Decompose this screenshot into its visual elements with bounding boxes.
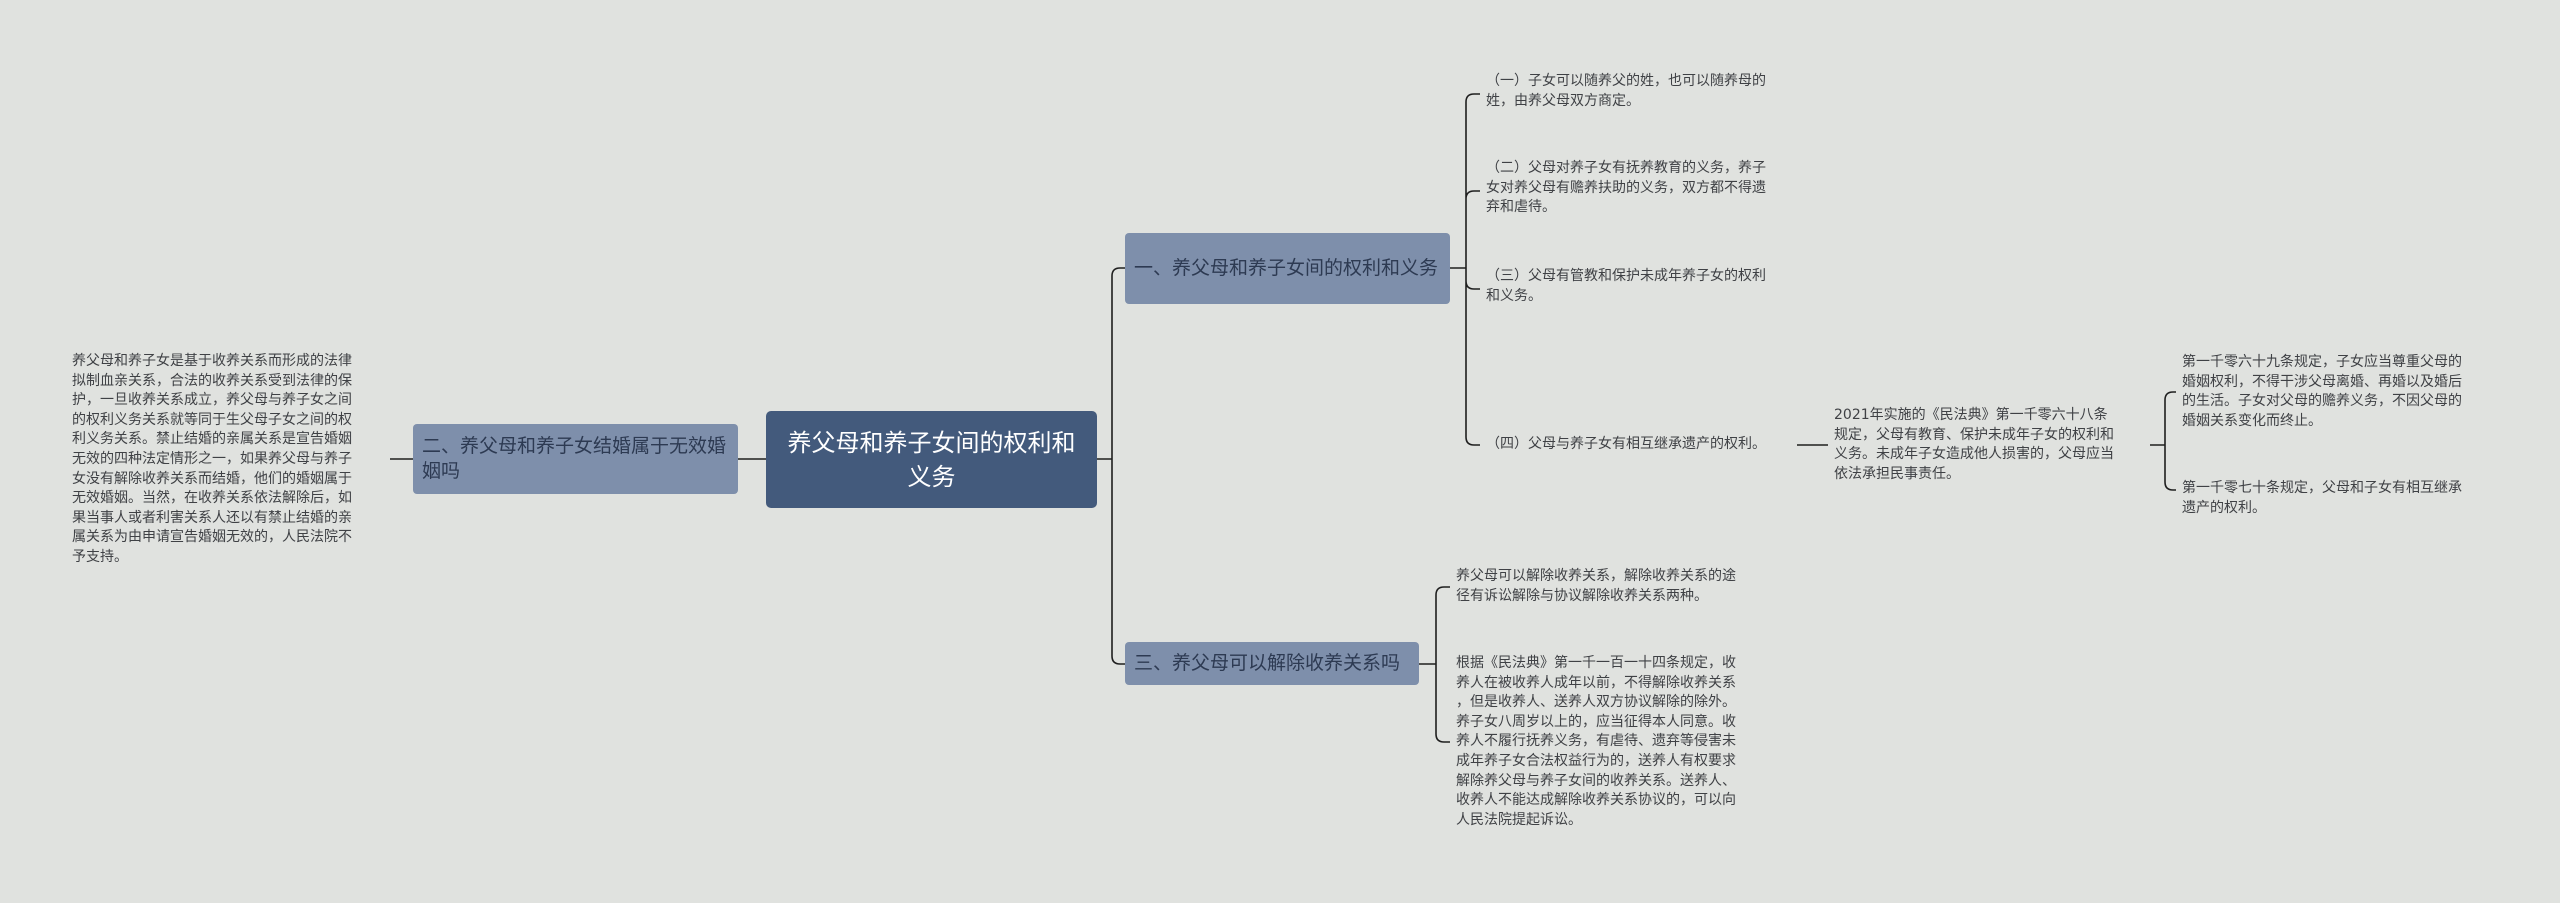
link-rights-items: [1450, 93, 1480, 446]
branch-invalid-marriage-label: 二、养父母和养子女结婚属于无效婚姻吗: [422, 435, 727, 482]
root-topic-label: 养父母和养子女间的权利和义务: [787, 428, 1076, 491]
leaf-invalid-marriage-detail: 养父母和养子女是基于收养关系而形成的法律 拟制血亲关系，合法的收养关系受到法律的…: [72, 353, 352, 565]
leaf-inheritance: （四）父母与养子女有相互继承遗产的权利。: [1486, 436, 1766, 452]
link-root-right: [1097, 267, 1125, 665]
leaf-article-1070: 第一千零七十条规定，父母和子女有相互继承 遗产的权利。: [2182, 480, 2462, 516]
leaf-surname: （一）子女可以随养父的姓，也可以随养母的 姓，由养父母双方商定。: [1486, 73, 1766, 109]
branch-rights-duties-label: 一、养父母和养子女间的权利和义务: [1134, 257, 1439, 279]
root-topic[interactable]: 养父母和养子女间的权利和义务: [766, 411, 1097, 508]
branch-rights-duties[interactable]: 一、养父母和养子女间的权利和义务: [1125, 233, 1450, 304]
leaf-dissolve-methods: 养父母可以解除收养关系，解除收养关系的途 径有诉讼解除与协议解除收养关系两种。: [1456, 568, 1736, 604]
leaf-civil-code-1068: 2021年实施的《民法典》第一千零六十八条 规定，父母有教育、保护未成年子女的权…: [1834, 407, 2114, 482]
branch-dissolve-adoption[interactable]: 三、养父母可以解除收养关系吗: [1125, 642, 1419, 685]
leaf-dissolve-law: 根据《民法典》第一千一百一十四条规定，收 养人在被收养人成年以前，不得解除收养关…: [1456, 655, 1736, 828]
leaf-article-1069: 第一千零六十九条规定，子女应当尊重父母的 婚姻权利，不得干涉父母离婚、再婚以及婚…: [2182, 354, 2462, 429]
branch-dissolve-adoption-label: 三、养父母可以解除收养关系吗: [1134, 652, 1401, 674]
branch-invalid-marriage[interactable]: 二、养父母和养子女结婚属于无效婚姻吗: [413, 424, 738, 494]
leaf-support-duty: （二）父母对养子女有抚养教育的义务，养子 女对养父母有赡养扶助的义务，双方都不得…: [1486, 160, 1766, 216]
link-dissolve-items: [1419, 586, 1450, 743]
leaf-guardianship: （三）父母有管教和保护未成年养子女的权利 和义务。: [1486, 268, 1766, 304]
link-code-articles: [2150, 391, 2176, 491]
